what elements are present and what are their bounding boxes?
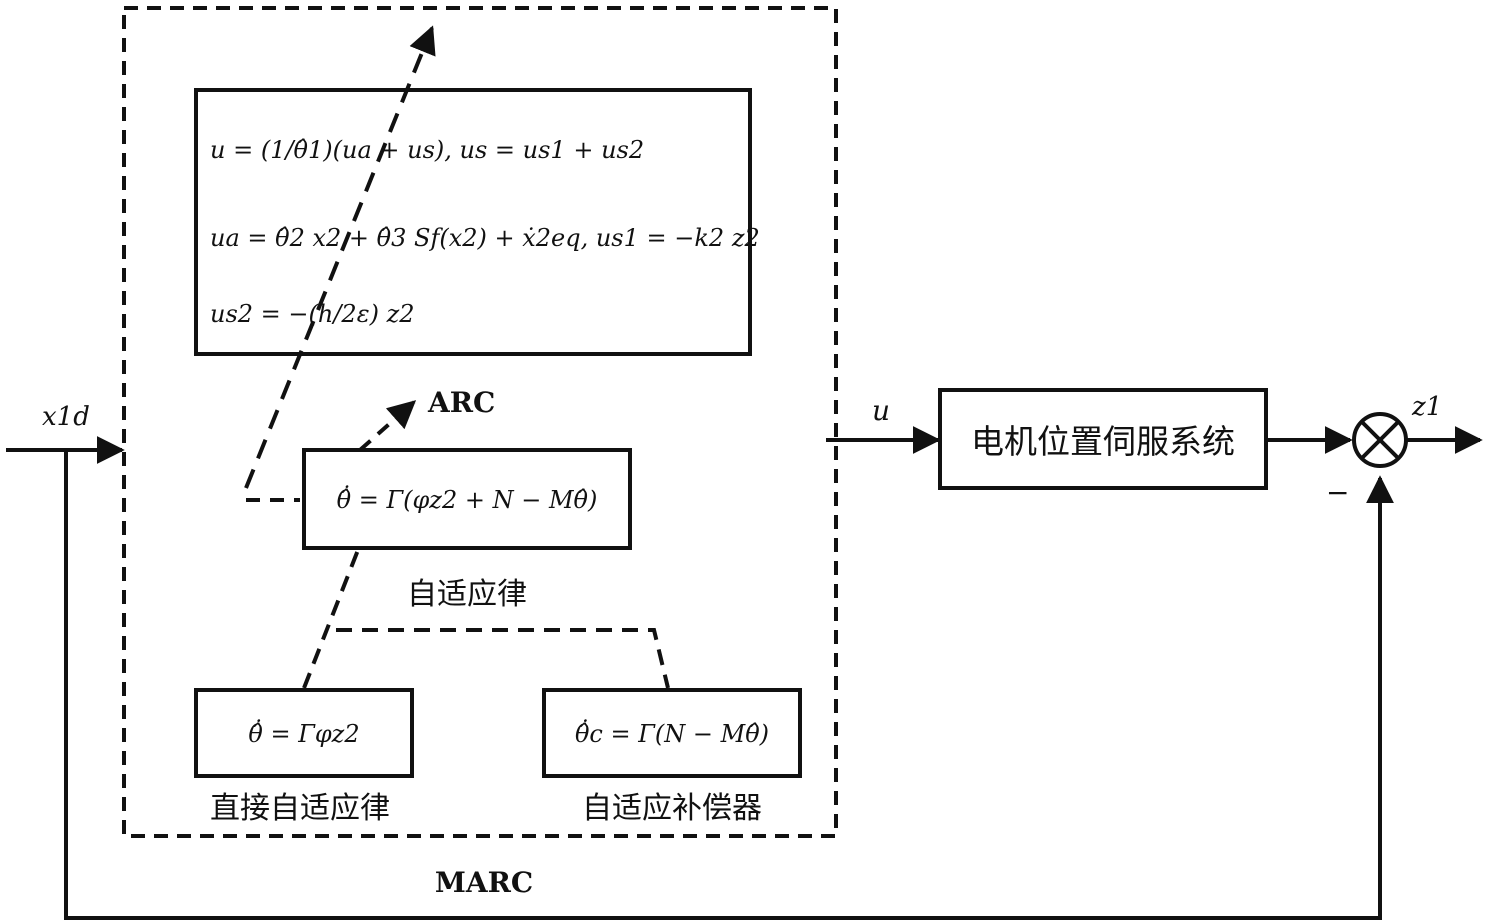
plant-block-label: 电机位置伺服系统 bbox=[971, 422, 1235, 461]
minus-sign: − bbox=[1326, 476, 1349, 509]
adaptive-law-equation: θ̂̇ = Γ(φz2 + N − Mθ̂) bbox=[337, 485, 598, 514]
feedback-line bbox=[64, 450, 1394, 920]
summing-junction bbox=[1352, 412, 1408, 468]
dashed-link-compensator bbox=[336, 628, 670, 689]
dashed-arrow-top bbox=[244, 25, 436, 489]
control-law-line2: ua = θ̂2 x2 + θ̂3 Sf(x2) + ẋ2eq, us1 = −… bbox=[210, 224, 760, 252]
adaptive-law-block bbox=[302, 448, 632, 550]
marc-label: MARC bbox=[435, 866, 533, 899]
direct-law-block bbox=[194, 688, 414, 778]
compensator-caption: 自适应补偿器 bbox=[582, 791, 762, 826]
dashed-arrow-arc bbox=[358, 400, 417, 452]
direct-law-caption: 直接自适应律 bbox=[210, 791, 390, 826]
output-signal-label: z1 bbox=[1411, 392, 1442, 422]
arc-label: ARC bbox=[427, 386, 495, 419]
compensator-block bbox=[542, 688, 802, 778]
compensator-equation: θ̂̇c = Γ(N − Mθ̂) bbox=[575, 719, 769, 748]
marc-boundary bbox=[122, 6, 838, 838]
adaptive-law-caption: 自适应律 bbox=[407, 577, 527, 612]
direct-law-equation: θ̂̇ = Γφz2 bbox=[248, 719, 359, 748]
dashed-link-direct bbox=[302, 549, 360, 689]
control-law-line1: u = (1/θ̂1)(ua + us), us = us1 + us2 bbox=[210, 136, 644, 164]
control-law-block bbox=[194, 88, 752, 356]
input-signal-label: x1d bbox=[42, 402, 90, 432]
input-signal-main: x1d bbox=[42, 402, 90, 432]
control-signal-label: u bbox=[872, 394, 890, 427]
